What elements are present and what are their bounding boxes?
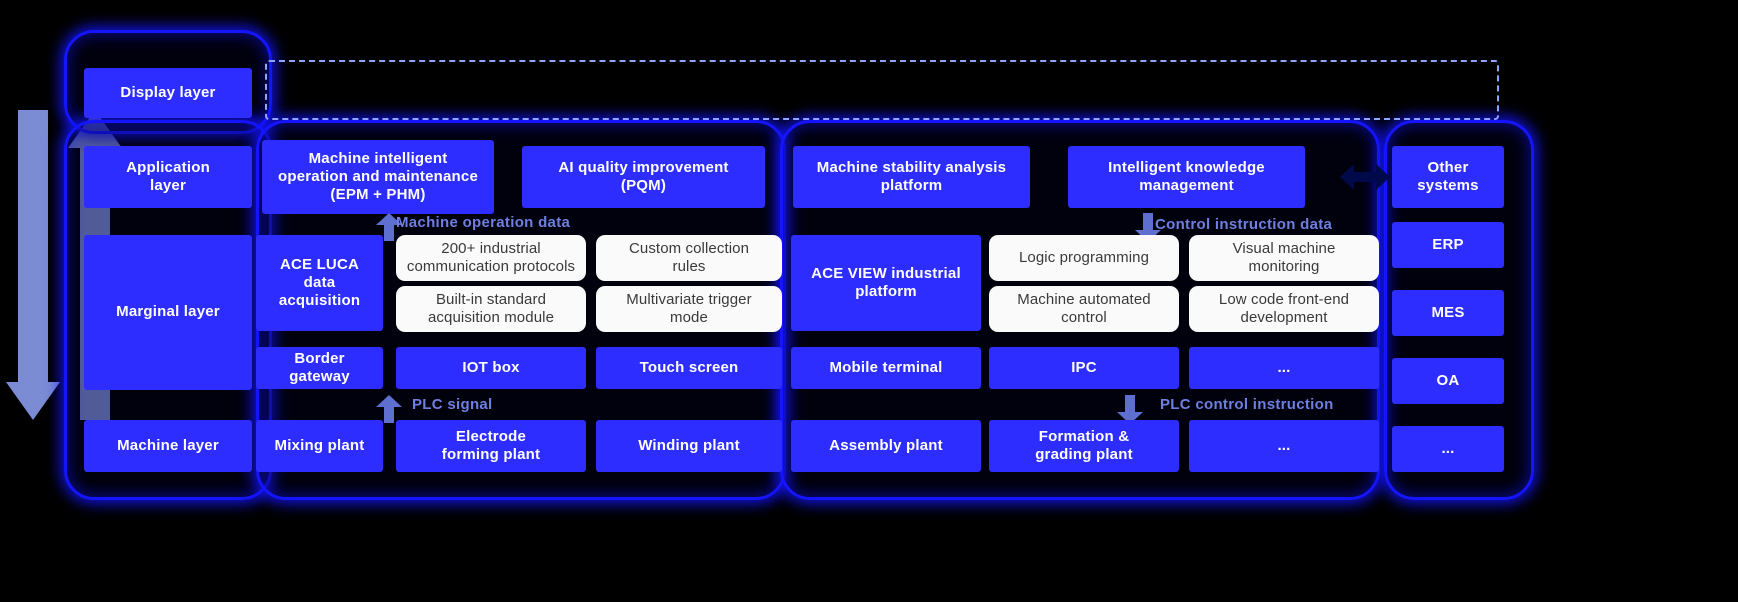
machine-mixing-plant[interactable]: Mixing plant <box>256 420 383 472</box>
display-layer-dashed-outline <box>265 60 1499 120</box>
device-iot-box[interactable]: IOT box <box>396 347 586 389</box>
marginal-white-protocols[interactable]: 200+ industrial communication protocols <box>396 235 586 281</box>
right-col-oa[interactable]: OA <box>1392 358 1504 404</box>
arrow-shaft <box>384 224 394 241</box>
right-col-mes[interactable]: MES <box>1392 290 1504 336</box>
arrow-head-right <box>1376 164 1390 190</box>
machine-winding-plant[interactable]: Winding plant <box>596 420 782 472</box>
arrow-head <box>376 213 402 225</box>
marginal-white-custom-rules[interactable]: Custom collection rules <box>596 235 782 281</box>
app-box-pqm[interactable]: AI quality improvement (PQM) <box>522 146 765 208</box>
flow-label-plc-control-instruction: PLC control instruction <box>1160 396 1334 413</box>
marginal-ace-view[interactable]: ACE VIEW industrial platform <box>791 235 981 331</box>
flow-label-control-instruction-data: Control instruction data <box>1155 216 1333 233</box>
device-ipc[interactable]: IPC <box>989 347 1179 389</box>
machine-more[interactable]: ... <box>1189 420 1379 472</box>
machine-assembly-plant[interactable]: Assembly plant <box>791 420 981 472</box>
marginal-white-multivariate-trigger[interactable]: Multivariate trigger mode <box>596 286 782 332</box>
arrow-shaft <box>384 406 394 423</box>
arrow-shaft <box>1143 213 1153 230</box>
arrow-head <box>376 395 402 407</box>
machine-formation-grading-plant[interactable]: Formation & grading plant <box>989 420 1179 472</box>
bidirectional-link-arrow <box>1340 164 1390 190</box>
marginal-white-visual-monitoring[interactable]: Visual machine monitoring <box>1189 235 1379 281</box>
marginal-white-builtin-module[interactable]: Built-in standard acquisition module <box>396 286 586 332</box>
arrow-shaft <box>18 110 48 382</box>
device-touch-screen[interactable]: Touch screen <box>596 347 782 389</box>
arrow-head <box>6 382 60 420</box>
flow-label-machine-operation-data: Machine operation data <box>396 214 571 231</box>
right-col-erp[interactable]: ERP <box>1392 222 1504 268</box>
marginal-layer-label: Marginal layer <box>84 235 252 390</box>
marginal-ace-luca[interactable]: ACE LUCA data acquisition <box>256 235 383 331</box>
arrow-head-left <box>1340 164 1354 190</box>
device-mobile-terminal[interactable]: Mobile terminal <box>791 347 981 389</box>
marginal-white-automated-control[interactable]: Machine automated control <box>989 286 1179 332</box>
arrow-shaft <box>1354 172 1376 182</box>
machine-layer-label: Machine layer <box>84 420 252 472</box>
right-col-more[interactable]: ... <box>1392 426 1504 472</box>
machine-electrode-forming-plant[interactable]: Electrode forming plant <box>396 420 586 472</box>
downward-flow-arrow <box>6 110 60 420</box>
display-layer-label: Display layer <box>84 68 252 118</box>
device-border-gateway[interactable]: Border gateway <box>256 347 383 389</box>
app-box-epm-phm[interactable]: Machine intelligent operation and mainte… <box>262 140 494 214</box>
app-box-knowledge-management[interactable]: Intelligent knowledge management <box>1068 146 1305 208</box>
device-more[interactable]: ... <box>1189 347 1379 389</box>
marginal-white-logic-programming[interactable]: Logic programming <box>989 235 1179 281</box>
arrow-shaft <box>1125 395 1135 412</box>
application-layer-label: Application layer <box>84 146 252 208</box>
flow-label-plc-signal: PLC signal <box>412 396 493 413</box>
right-col-other-systems[interactable]: Other systems <box>1392 146 1504 208</box>
marginal-white-low-code[interactable]: Low code front-end development <box>1189 286 1379 332</box>
app-box-stability-analysis[interactable]: Machine stability analysis platform <box>793 146 1030 208</box>
